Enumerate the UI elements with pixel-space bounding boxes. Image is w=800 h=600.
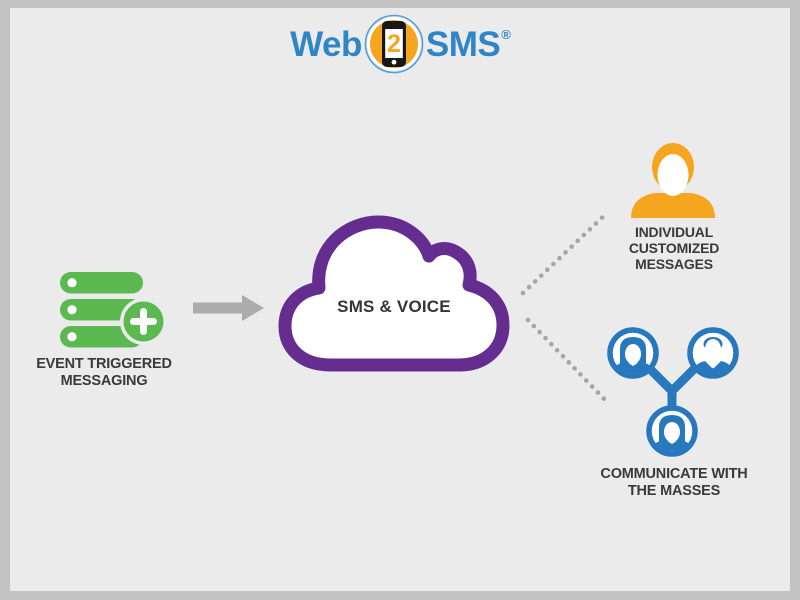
logo-word-sms: SMS (425, 25, 501, 64)
logo: Web 2 SMS ® (0, 12, 800, 78)
person-icon (631, 143, 715, 218)
individual-label: INDIVIDUAL CUSTOMIZED MESSAGES (628, 224, 720, 272)
logo-phone-digit: 2 (387, 30, 401, 58)
dotted-connector-down (525, 317, 611, 406)
source-label: EVENT TRIGGERED MESSAGING (36, 356, 172, 389)
flow-arrow-icon (193, 295, 264, 321)
cloud-icon (278, 215, 510, 372)
dotted-connectors (520, 209, 611, 406)
logo-word-web: Web (290, 25, 362, 64)
group-network-icon (607, 327, 739, 457)
logo-phone-icon: 2 (364, 14, 424, 74)
registered-mark: ® (501, 26, 511, 42)
dotted-connector-up (520, 209, 611, 296)
database-plus-icon (60, 272, 167, 348)
masses-label: COMMUNICATE WITH THE MASSES (600, 466, 748, 499)
hub-label: SMS & VOICE (337, 297, 451, 316)
